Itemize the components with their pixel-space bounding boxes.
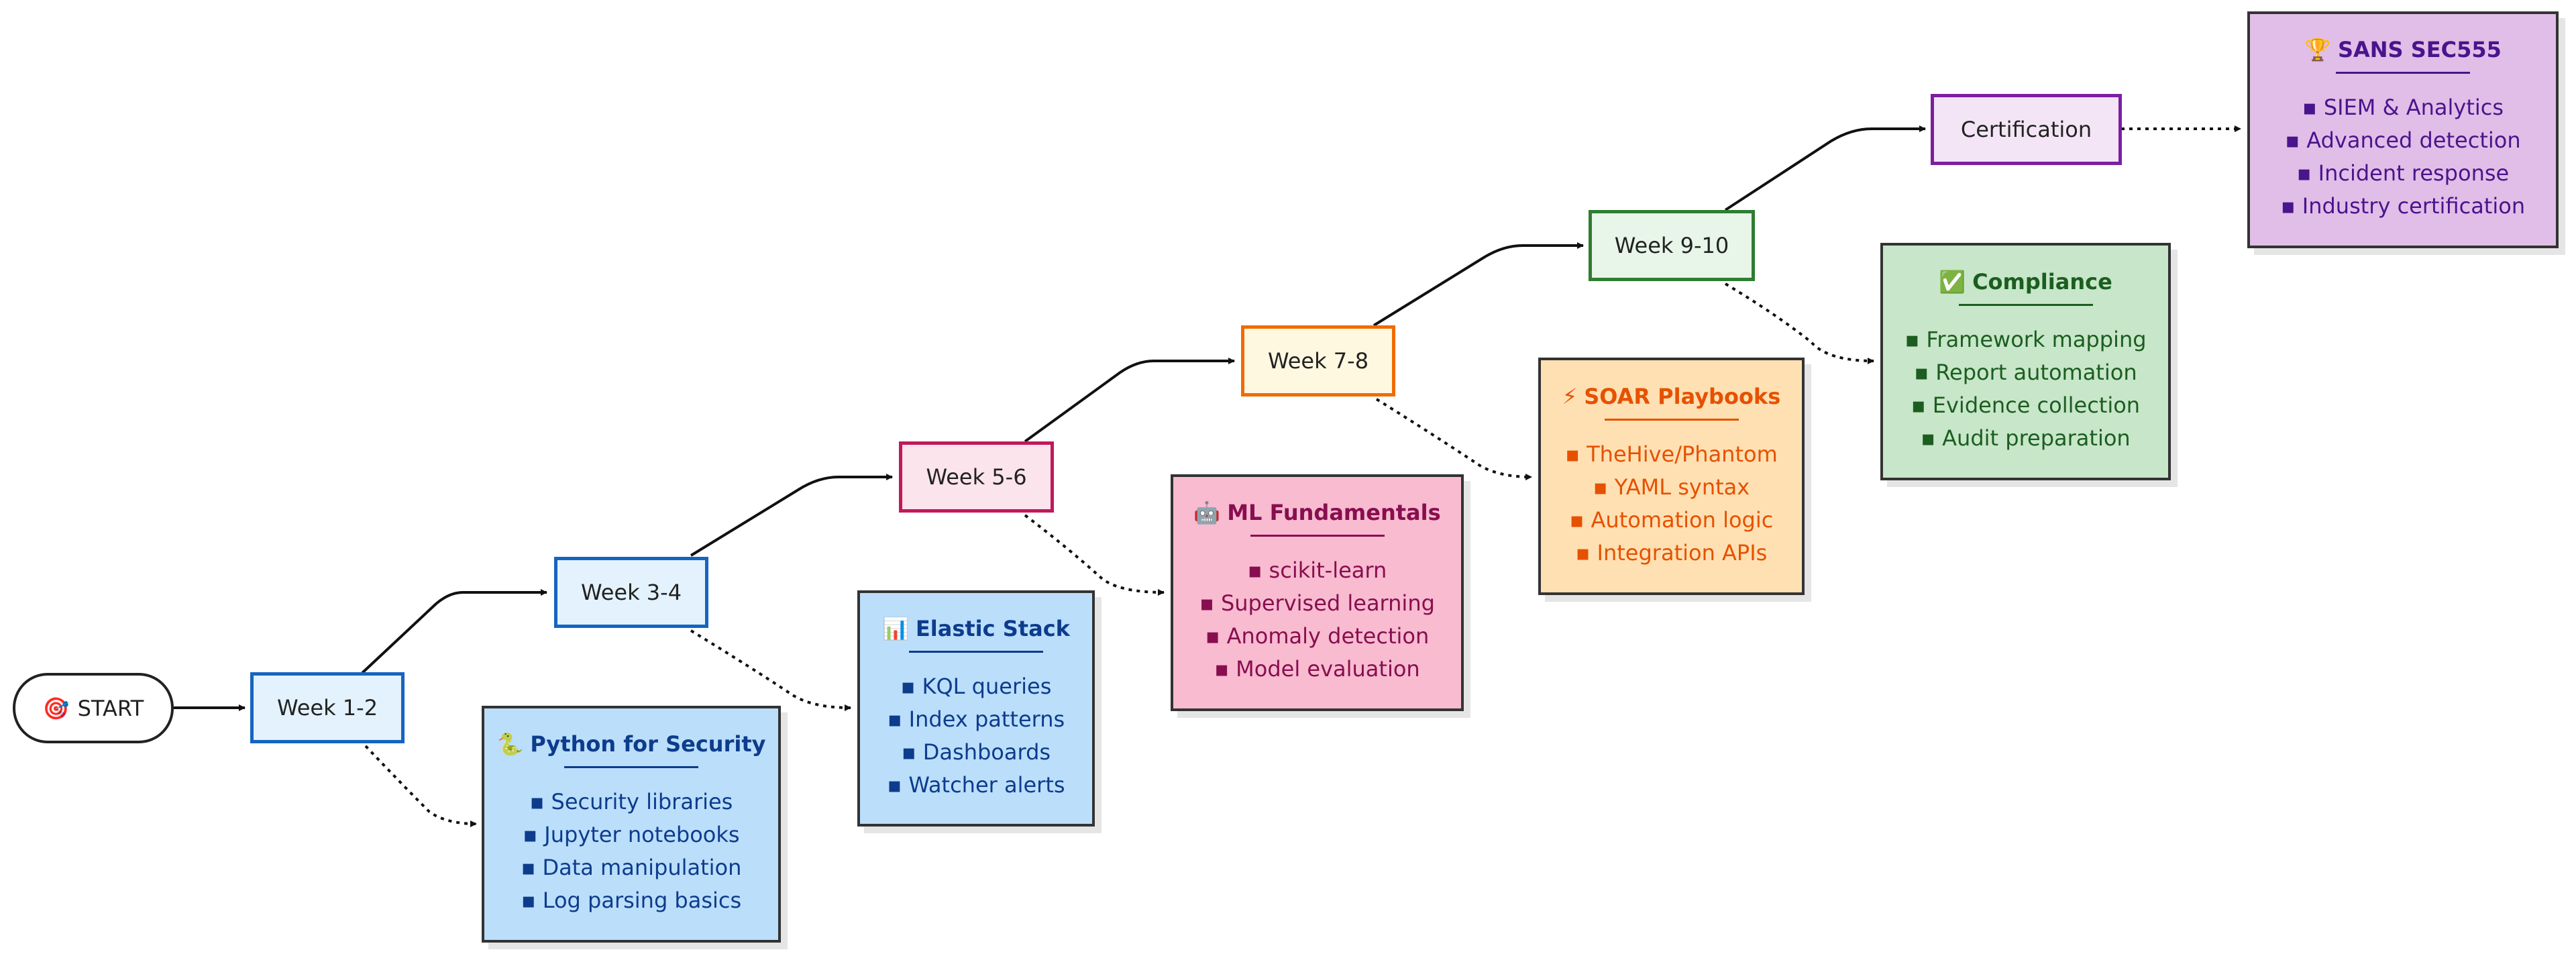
- edge-week3-week5: [690, 474, 893, 557]
- edge-week9-cert: [1724, 125, 1926, 211]
- topic-item: Supervised learning: [1199, 587, 1435, 620]
- stage-week-3-4: Week 3-4: [554, 557, 708, 628]
- edge-week5-ml: [1024, 514, 1165, 596]
- stage-label: Week 1-2: [276, 695, 378, 721]
- stage-label: Certification: [1960, 117, 2092, 142]
- card-title: 📊Elastic Stack: [882, 615, 1070, 641]
- card-compliance: ✅Compliance Framework mapping Report aut…: [1880, 243, 2171, 480]
- edge-week7-week9: [1373, 242, 1584, 327]
- title-divider: [909, 650, 1043, 653]
- card-ml-fundamentals: 🤖ML Fundamentals scikit-learn Supervised…: [1171, 474, 1464, 711]
- robot-icon: 🤖: [1193, 500, 1221, 525]
- stage-week-7-8: Week 7-8: [1241, 325, 1395, 396]
- topic-item: Model evaluation: [1199, 653, 1435, 686]
- stage-label: Week 3-4: [580, 580, 682, 605]
- snake-icon: 🐍: [496, 731, 524, 757]
- card-soar-playbooks: ⚡SOAR Playbooks TheHive/Phantom YAML syn…: [1538, 358, 1805, 595]
- title-divider: [1250, 535, 1385, 537]
- card-title: 🐍Python for Security: [496, 731, 766, 757]
- topic-item: Automation logic: [1565, 504, 1778, 537]
- topic-item: Framework mapping: [1904, 323, 2146, 356]
- topic-item: Data manipulation: [521, 851, 741, 884]
- stage-week-5-6: Week 5-6: [899, 441, 1054, 513]
- edge-week3-elastic: [690, 629, 851, 711]
- trophy-icon: 🏆: [2304, 37, 2331, 62]
- topic-list: Framework mapping Report automation Evid…: [1904, 323, 2146, 455]
- stage-label: Week 7-8: [1267, 348, 1369, 374]
- card-title: 🤖ML Fundamentals: [1193, 500, 1441, 525]
- bar-chart-icon: 📊: [882, 615, 909, 641]
- check-mark-icon: ✅: [1939, 268, 1966, 295]
- title-divider: [2336, 72, 2470, 74]
- topic-item: YAML syntax: [1565, 471, 1778, 504]
- edge-week1-python: [364, 745, 477, 827]
- title-divider: [564, 766, 698, 768]
- stage-week-1-2: Week 1-2: [250, 672, 405, 743]
- topic-item: Industry certification: [2281, 190, 2525, 223]
- card-sans-sec555: 🏆SANS SEC555 SIEM & Analytics Advanced d…: [2247, 11, 2559, 248]
- stage-certification: Certification: [1931, 94, 2122, 165]
- card-python-for-security: 🐍Python for Security Security libraries …: [482, 706, 781, 943]
- topic-item: Incident response: [2281, 157, 2525, 190]
- topic-item: SIEM & Analytics: [2281, 91, 2525, 124]
- topic-item: Index patterns: [887, 703, 1065, 736]
- topic-list: SIEM & Analytics Advanced detection Inci…: [2281, 91, 2525, 223]
- topic-item: Report automation: [1904, 356, 2146, 389]
- topic-list: KQL queries Index patterns Dashboards Wa…: [887, 670, 1065, 802]
- topic-item: Log parsing basics: [521, 884, 742, 917]
- topic-list: Security libraries Jupyter notebooks Dat…: [521, 786, 742, 917]
- topic-item: Advanced detection: [2281, 124, 2525, 157]
- card-title: 🏆SANS SEC555: [2304, 37, 2502, 62]
- target-icon: 🎯: [42, 695, 70, 721]
- topic-item: Audit preparation: [1904, 422, 2146, 455]
- topic-item: Watcher alerts: [887, 769, 1065, 802]
- edge-week9-compliance: [1724, 282, 1874, 364]
- topic-item: TheHive/Phantom: [1565, 438, 1778, 471]
- topic-item: Integration APIs: [1565, 537, 1778, 570]
- edge-week5-week7: [1024, 358, 1235, 443]
- topic-item: Evidence collection: [1904, 389, 2146, 422]
- topic-item: KQL queries: [887, 670, 1065, 703]
- lightning-icon: ⚡: [1562, 383, 1578, 409]
- topic-list: TheHive/Phantom YAML syntax Automation l…: [1565, 438, 1778, 570]
- card-title: ✅Compliance: [1939, 268, 2112, 295]
- topic-item: Dashboards: [887, 736, 1065, 769]
- card-elastic-stack: 📊Elastic Stack KQL queries Index pattern…: [857, 590, 1095, 827]
- topic-item: Security libraries: [521, 786, 742, 818]
- topic-item: scikit-learn: [1199, 554, 1435, 587]
- stage-label: Week 9-10: [1614, 233, 1729, 258]
- start-label: START: [77, 695, 144, 721]
- stage-week-9-10: Week 9-10: [1589, 210, 1755, 281]
- stage-label: Week 5-6: [926, 464, 1027, 490]
- title-divider: [1958, 303, 2093, 306]
- title-divider: [1604, 418, 1739, 421]
- edge-week1-week3: [361, 589, 547, 674]
- topic-list: scikit-learn Supervised learning Anomaly…: [1199, 554, 1435, 686]
- topic-item: Jupyter notebooks: [521, 818, 742, 851]
- start-node: 🎯 START: [13, 673, 174, 743]
- card-title: ⚡SOAR Playbooks: [1562, 383, 1781, 409]
- edge-week7-soar: [1375, 398, 1532, 480]
- topic-item: Anomaly detection: [1199, 620, 1435, 653]
